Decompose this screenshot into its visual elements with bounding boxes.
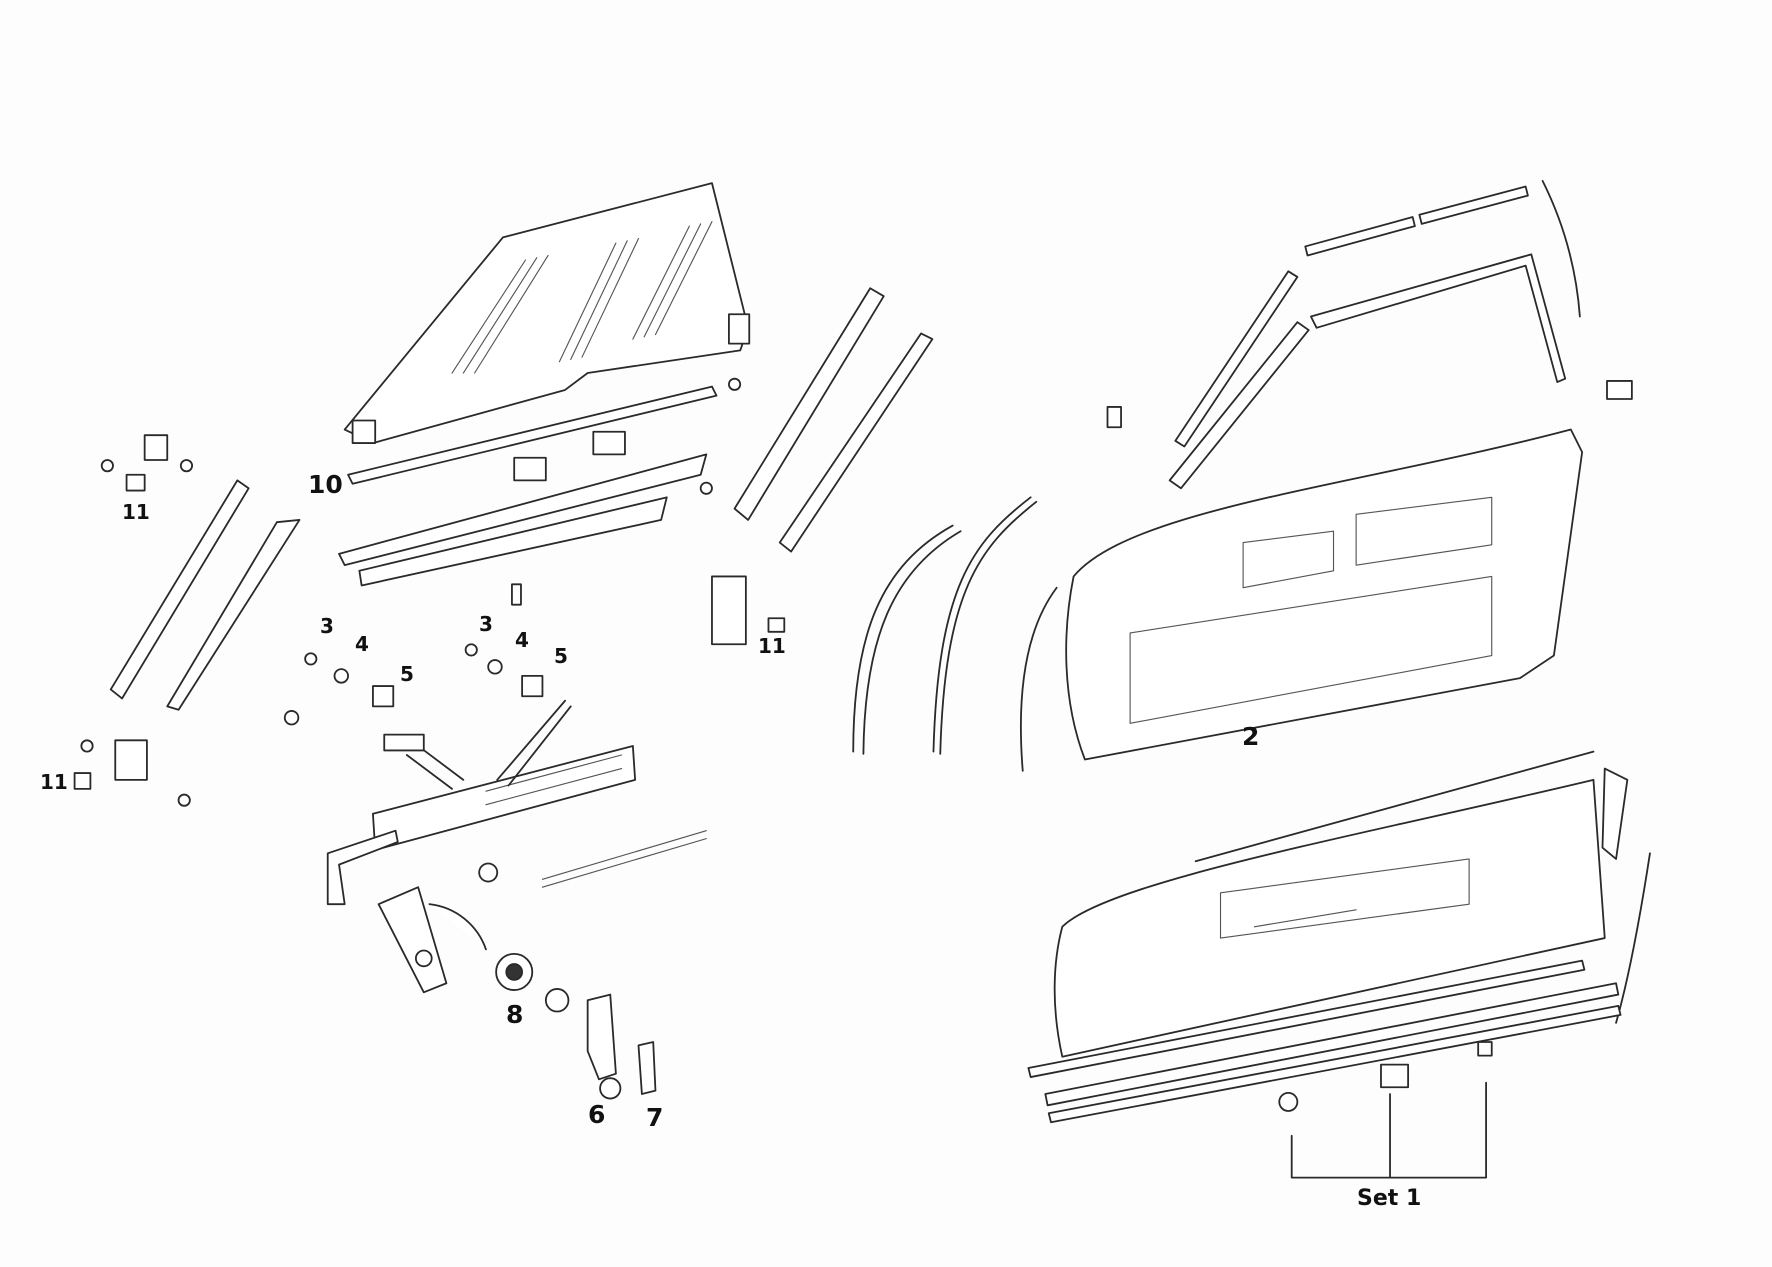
part-label-11: 11	[40, 770, 68, 794]
part-label-7: 7	[646, 1103, 664, 1132]
part-label-5: 5	[554, 644, 568, 668]
part-label-4: 4	[515, 628, 529, 652]
window-glass	[343, 182, 751, 444]
window-regulator	[326, 699, 707, 994]
part-label-5: 5	[400, 662, 414, 686]
part-label-2: 2	[1242, 722, 1260, 751]
door-outer-panel	[1027, 750, 1651, 1179]
part-label-10: 10	[308, 470, 343, 499]
glass-channel	[347, 385, 718, 485]
door-inner-panel	[1065, 179, 1633, 761]
part-label-6: 6	[588, 1100, 606, 1129]
set-1-label: Set 1	[1357, 1186, 1422, 1211]
part-label-8: 8	[506, 1000, 524, 1029]
part-label-3: 3	[479, 612, 493, 636]
part-label-11: 11	[122, 500, 150, 524]
part-label-11: 11	[758, 634, 786, 658]
part-label-4: 4	[355, 632, 369, 656]
part-label-3: 3	[320, 614, 334, 638]
